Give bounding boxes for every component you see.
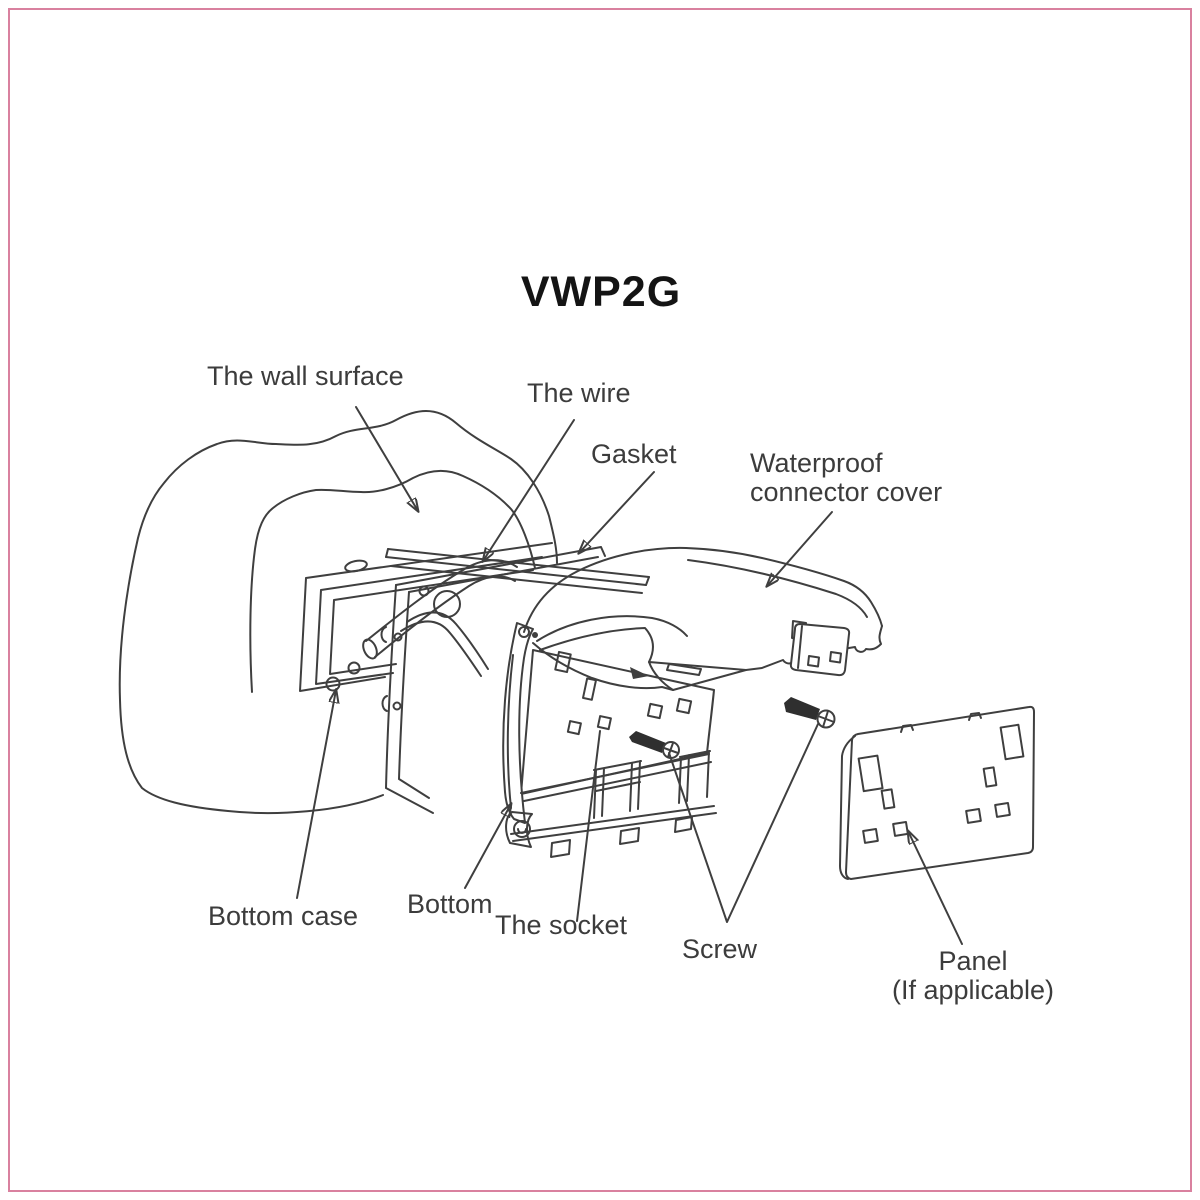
label-panel-line1: Panel: [938, 946, 1008, 976]
leader-bottom: [464, 804, 511, 889]
gasket-drawing: [380, 546, 606, 814]
waterproof-cover-drawing: [523, 546, 883, 691]
label-bottom-case: Bottom case: [208, 901, 359, 931]
leader-socket: [576, 730, 601, 922]
assembly-direction-arrow: [630, 667, 649, 679]
leader-lines: [296, 406, 963, 945]
wire-drawing: [362, 559, 518, 660]
mounting-rails-drawing: [385, 548, 650, 594]
leader-gasket: [579, 471, 655, 553]
leader-wire: [483, 419, 575, 561]
label-wire: The wire: [527, 378, 631, 408]
diagram-title: VWP2G: [520, 268, 682, 316]
leader-bottom-case: [296, 690, 336, 899]
panel-drawing: [839, 705, 1035, 880]
label-gasket: Gasket: [591, 439, 677, 469]
label-waterproof-cover: Waterproof connector cover: [750, 449, 942, 507]
label-panel: Panel (If applicable): [860, 947, 1086, 1005]
label-waterproof-cover-line1: Waterproof: [750, 448, 883, 478]
label-socket: The socket: [495, 910, 628, 940]
label-wall-surface: The wall surface: [207, 361, 404, 391]
socket-drawing: [502, 622, 717, 858]
leader-panel: [908, 831, 963, 945]
wall-surface-drawing: [118, 410, 558, 814]
leader-screws: [668, 723, 819, 923]
screw-right-drawing: [784, 697, 836, 729]
label-waterproof-cover-line2: connector cover: [750, 477, 943, 507]
label-screw: Screw: [682, 934, 758, 964]
label-bottom: Bottom: [407, 889, 493, 919]
leader-waterproof-cover: [767, 511, 833, 586]
leader-wall-surface: [355, 406, 418, 511]
screw-left-drawing: [629, 731, 680, 759]
label-panel-line2: (If applicable): [891, 975, 1055, 1005]
